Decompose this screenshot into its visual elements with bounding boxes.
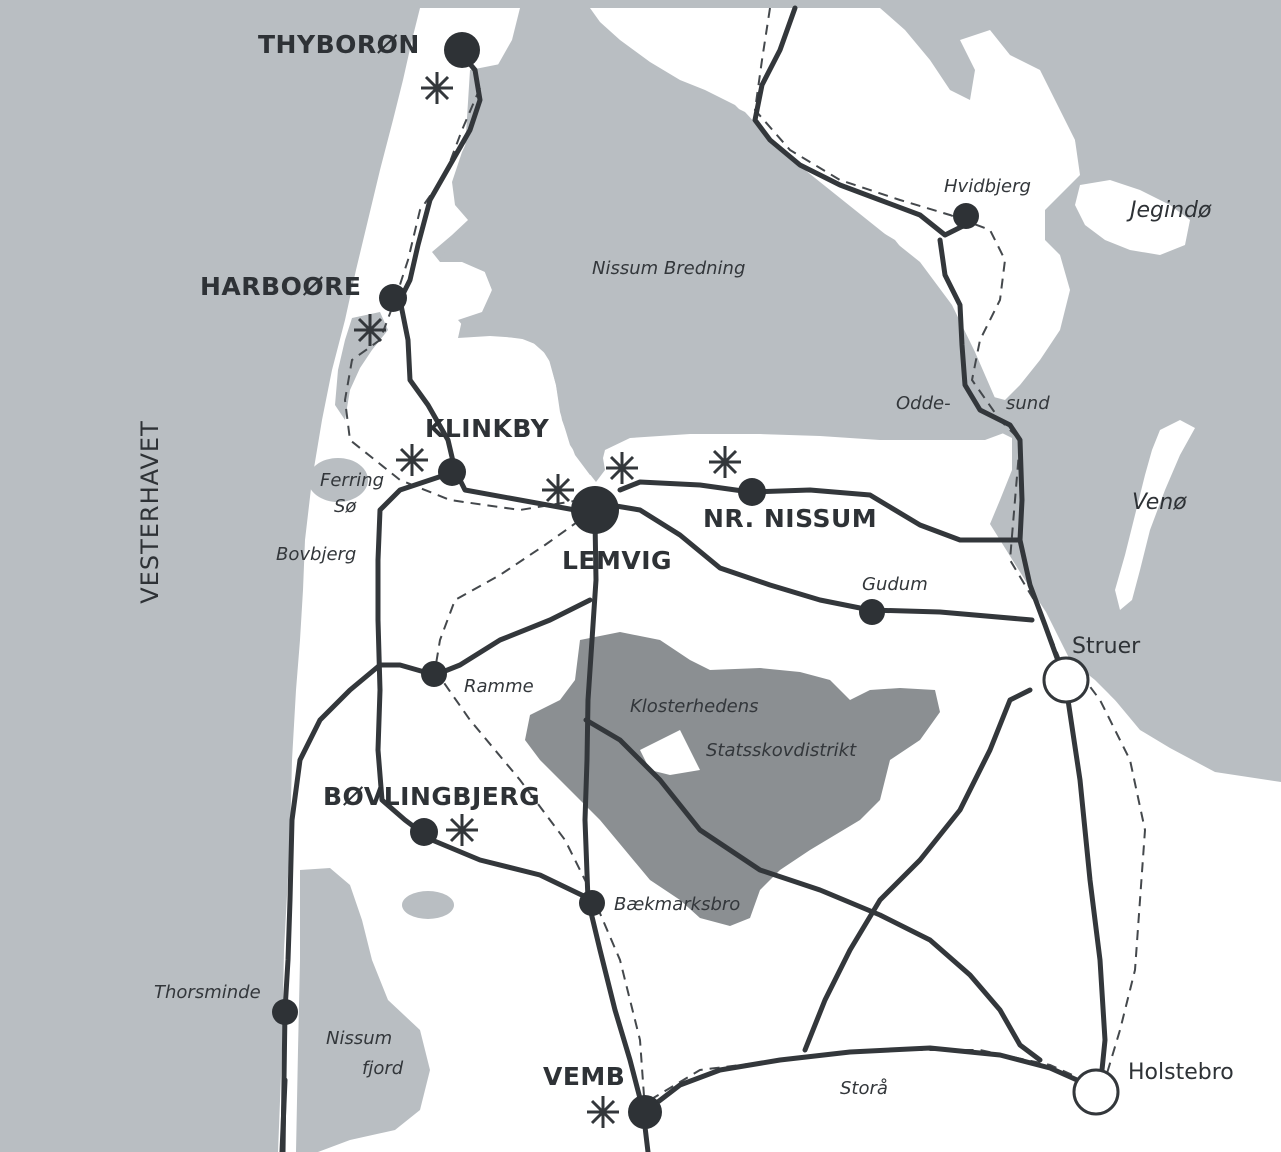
marker-holstebro (1072, 1068, 1120, 1116)
attraction-lemvig-west-icon (542, 474, 574, 506)
attraction-vemb-icon (587, 1096, 619, 1128)
lagoon-harboore (335, 312, 388, 420)
marker-struer (1042, 656, 1090, 704)
city-markers (1042, 656, 1120, 1116)
water-nissum-fjord (296, 868, 430, 1152)
marker-nr-nissum (738, 478, 766, 506)
label-hvidbjerg: Hvidbjerg (944, 176, 1031, 197)
label-thorsminde: Thorsminde (154, 982, 261, 1003)
marker-ramme (421, 661, 447, 687)
label-odde: Odde- (896, 393, 951, 414)
label-bovbjerg: Bovbjerg (276, 544, 357, 565)
label-bovlingbjerg: BØVLINGBJERG (323, 782, 541, 811)
label-ferring: Ferring (320, 470, 385, 491)
label-jegindo: Jegindø (1130, 198, 1212, 223)
label-vesterhavet: VESTERHAVET (136, 420, 164, 604)
label-nissum: Nissum (326, 1028, 393, 1049)
marker-thyboron (444, 32, 480, 68)
label-ramme: Ramme (464, 676, 534, 697)
land-mainland (278, 8, 1281, 1152)
attraction-nr-nissum-icon (709, 446, 741, 478)
attraction-thyboron-icon (421, 72, 453, 104)
label-harboore: HARBOØRE (200, 272, 362, 301)
label-veno: Venø (1132, 490, 1187, 515)
marker-vemb (628, 1095, 662, 1129)
marker-hvidbjerg (953, 203, 979, 229)
road-network (279, 5, 1108, 1152)
label-thyboron: THYBORØN (258, 30, 420, 59)
lake-small (402, 891, 454, 919)
marker-thorsminde (272, 999, 298, 1025)
attraction-markers (354, 72, 741, 1128)
label-gudum: Gudum (862, 574, 928, 595)
label-forest-line1: Klosterhedens (630, 696, 759, 717)
water-nissum-bredning (440, 58, 1012, 475)
attraction-harboore-icon (354, 314, 386, 346)
lake-ferring-so (308, 458, 368, 502)
attraction-lemvig-east-icon (606, 452, 638, 484)
label-baekmarksbro: Bækmarksbro (614, 894, 741, 915)
marker-bovlingbjerg (410, 818, 438, 846)
marker-gudum (859, 599, 885, 625)
label-ferring-so: Sø (334, 496, 357, 517)
label-fjord: fjord (362, 1058, 404, 1079)
forest-klosterheden (525, 632, 940, 926)
label-struer: Struer (1072, 634, 1141, 659)
marker-harboore (379, 284, 407, 312)
island-jegindo (1075, 180, 1190, 255)
label-holstebro: Holstebro (1128, 1060, 1234, 1085)
label-sund: sund (1006, 393, 1050, 414)
forest-clearing (640, 730, 700, 775)
town-markers (272, 32, 979, 1129)
marker-baekmarksbro (579, 890, 605, 916)
label-stora: Storå (840, 1078, 888, 1099)
marker-klinkby (438, 458, 466, 486)
label-forest-line2: Statsskovdistrikt (706, 740, 857, 761)
attraction-bovlingbjerg-icon (446, 814, 478, 846)
label-nr-nissum: NR. NISSUM (703, 504, 878, 533)
label-nissum-bredning: Nissum Bredning (592, 258, 746, 279)
attraction-klinkby-icon (396, 444, 428, 476)
label-vemb: VEMB (543, 1062, 626, 1091)
label-lemvig: LEMVIG (562, 546, 673, 575)
island-veno (1115, 420, 1195, 610)
label-klinkby: KLINKBY (425, 414, 550, 443)
marker-lemvig (571, 486, 619, 534)
